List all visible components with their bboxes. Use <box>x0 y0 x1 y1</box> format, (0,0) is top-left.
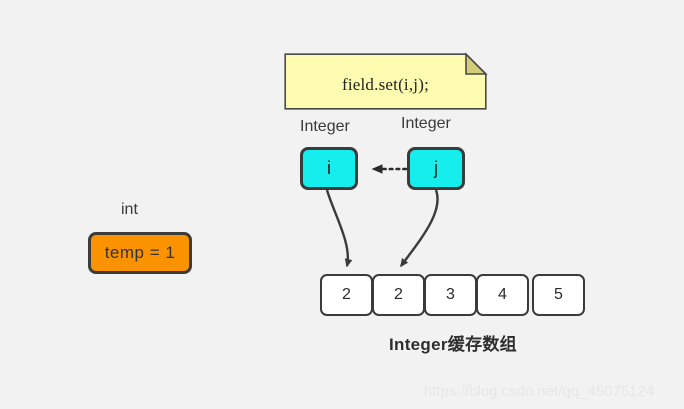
variable-box-j: j <box>407 147 465 190</box>
array-cell: 2 <box>320 274 373 316</box>
note-shape <box>284 52 488 110</box>
variable-box-i: i <box>300 147 358 190</box>
variable-box-temp: temp = 1 <box>88 232 192 274</box>
type-label-int: int <box>121 201 138 218</box>
code-note: field.set(i,j); <box>284 52 488 110</box>
array-cell: 4 <box>476 274 529 316</box>
type-label-integer-j: Integer <box>401 115 451 132</box>
array-caption: Integer缓存数组 <box>389 335 517 354</box>
note-fold-corner <box>465 52 488 75</box>
watermark: https://blog.csdn.net/qq_45075124 <box>424 383 655 400</box>
array-cell: 3 <box>424 274 477 316</box>
array-cell: 5 <box>532 274 585 316</box>
note-text: field.set(i,j); <box>341 74 430 94</box>
type-label-integer-i: Integer <box>300 118 350 135</box>
arrow-j-to-cell-2 <box>400 189 439 268</box>
array-cell: 2 <box>372 274 425 316</box>
arrow-i-to-cell-1 <box>325 189 353 268</box>
integer-cache-array: 2 2 3 4 5 <box>320 274 585 316</box>
